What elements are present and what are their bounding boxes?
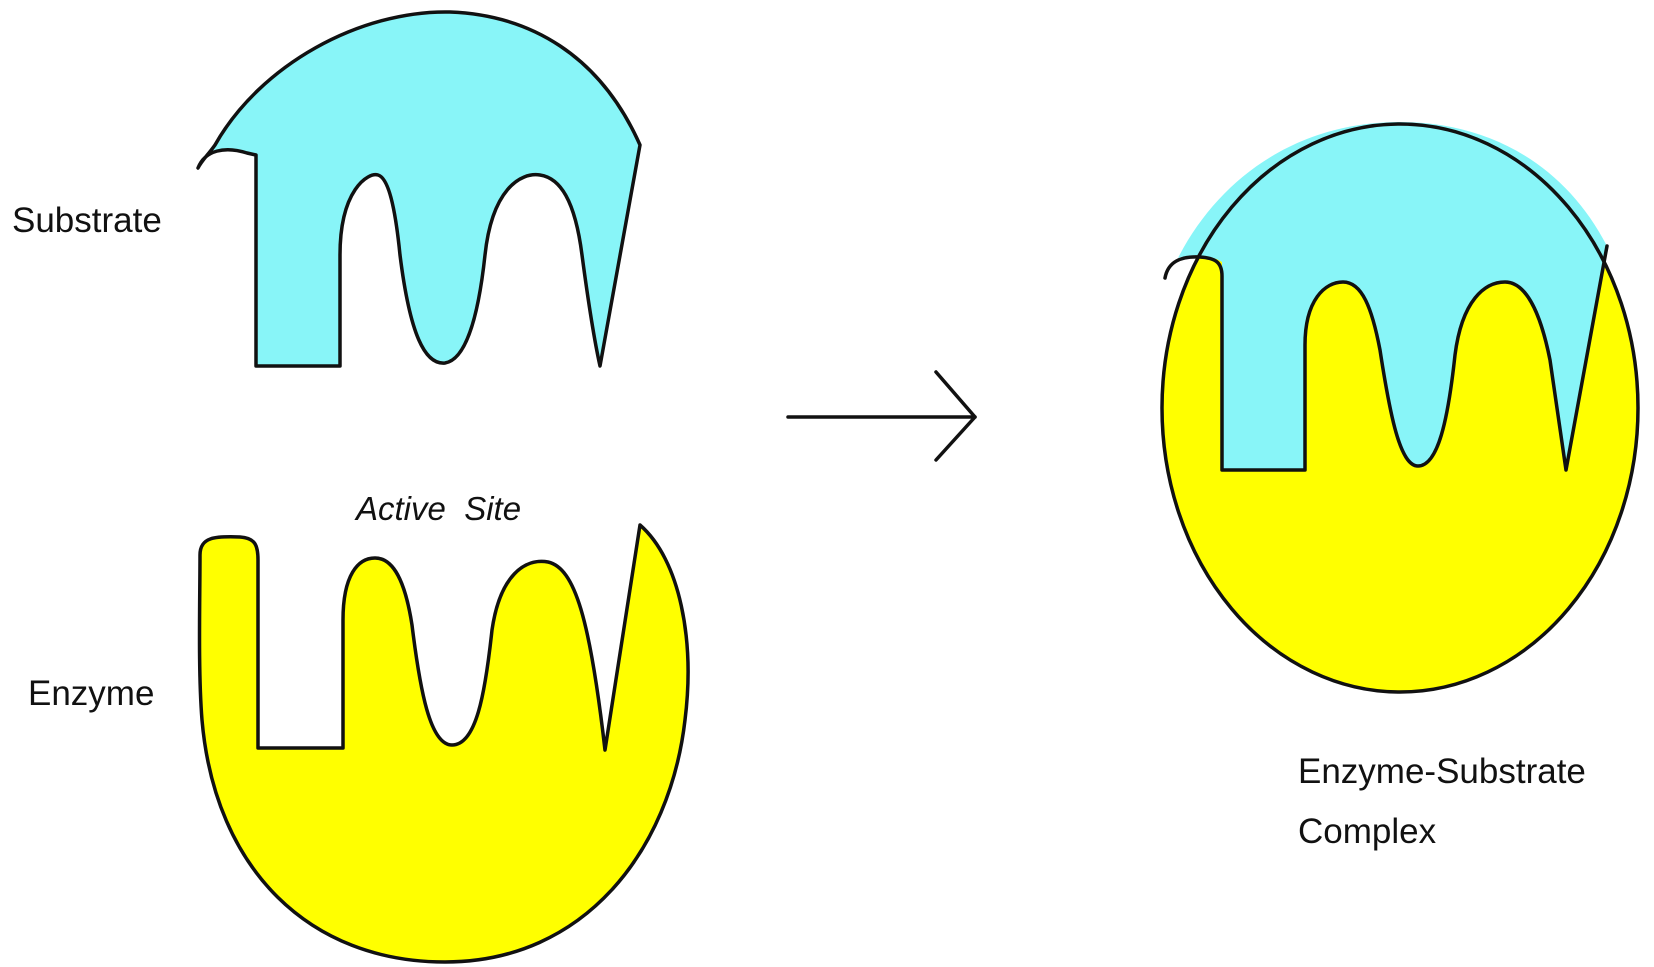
active-site-label: Active Site [354,490,521,527]
enzyme-label: Enzyme [28,674,154,713]
complex-label-line2: Complex [1298,812,1437,851]
complex-label-line1: Enzyme-Substrate [1298,752,1586,791]
complex-shape [1162,122,1638,692]
substrate-label: Substrate [12,201,162,240]
